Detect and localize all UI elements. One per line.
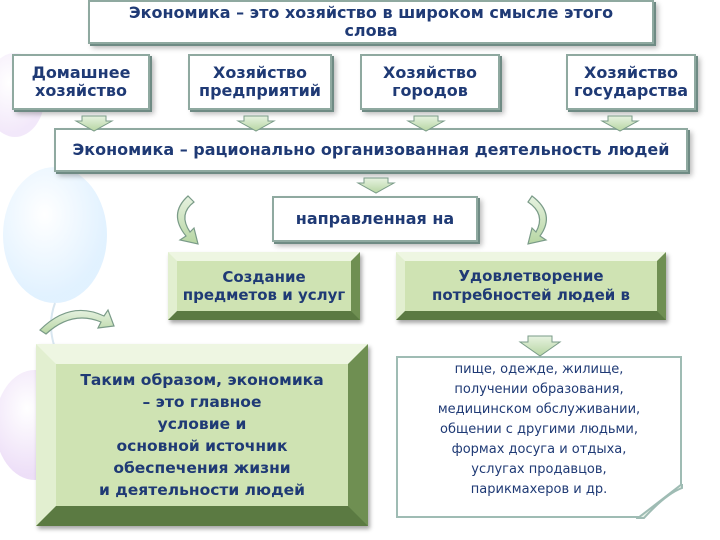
rational-activity-box: Экономика – рационально организованная д… [54, 128, 688, 172]
state-label: Хозяйство государства [573, 63, 689, 100]
creation-text: Создание предметов и услуг [182, 268, 346, 304]
down-arrow-icon [600, 115, 640, 132]
enterprise-box: Хозяйство предприятий [188, 54, 332, 110]
conclusion-line: условие и [157, 415, 247, 433]
needs-line: парикмахеров и др. [470, 482, 608, 497]
needs-note: пище, одежде, жилище, получении образова… [396, 356, 682, 518]
rational-activity-text: Экономика – рационально организованная д… [72, 140, 670, 159]
state-box: Хозяйство государства [566, 54, 696, 110]
directed-at-text: направленная на [295, 209, 455, 228]
curved-arrow-top-icon [39, 308, 115, 335]
needs-line: медицинском обслуживании, [437, 402, 641, 417]
conclusion-line: – это главное [142, 393, 262, 411]
needs-line: пище, одежде, жилище, [454, 362, 624, 377]
needs-line: формах досуга и отдыха, [451, 442, 627, 457]
note-folded-corner [636, 484, 683, 519]
household-box: Домашнее хозяйство [12, 54, 150, 110]
conclusion-line: обеспечения жизни [113, 459, 291, 477]
down-arrow-icon [406, 115, 446, 132]
conclusion-box: Таким образом, экономика – это главное у… [36, 344, 368, 526]
satisfaction-box: Удовлетворение потребностей людей в [396, 252, 666, 320]
down-arrow-icon [518, 335, 562, 357]
top-definition-text: Экономика – это хозяйство в широком смыс… [128, 3, 614, 40]
balloon-blue [3, 167, 107, 303]
conclusion-line: и деятельности людей [99, 481, 305, 499]
curved-arrow-left-icon [176, 195, 199, 245]
conclusion-text: Таким образом, экономика – это главное у… [80, 369, 323, 501]
down-arrow-icon [356, 177, 396, 194]
down-arrow-icon [74, 115, 114, 132]
curved-arrow-right-icon [527, 195, 548, 245]
conclusion-line: Таким образом, экономика [80, 371, 324, 389]
conclusion-line: основной источник [116, 437, 288, 455]
needs-line: получении образования, [454, 382, 624, 397]
top-definition-box: Экономика – это хозяйство в широком смыс… [88, 0, 654, 44]
down-arrow-icon [236, 115, 276, 132]
directed-at-box: направленная на [272, 196, 478, 242]
satisfaction-text: Удовлетворение потребностей людей в [432, 267, 630, 304]
needs-line: услугах продавцов, [471, 462, 607, 477]
cities-label: Хозяйство городов [383, 63, 477, 100]
needs-line: общении с другими людьми, [440, 422, 638, 437]
creation-box: Создание предметов и услуг [168, 252, 360, 320]
household-label: Домашнее хозяйство [31, 63, 131, 100]
enterprise-label: Хозяйство предприятий [199, 63, 321, 100]
cities-box: Хозяйство городов [360, 54, 500, 110]
